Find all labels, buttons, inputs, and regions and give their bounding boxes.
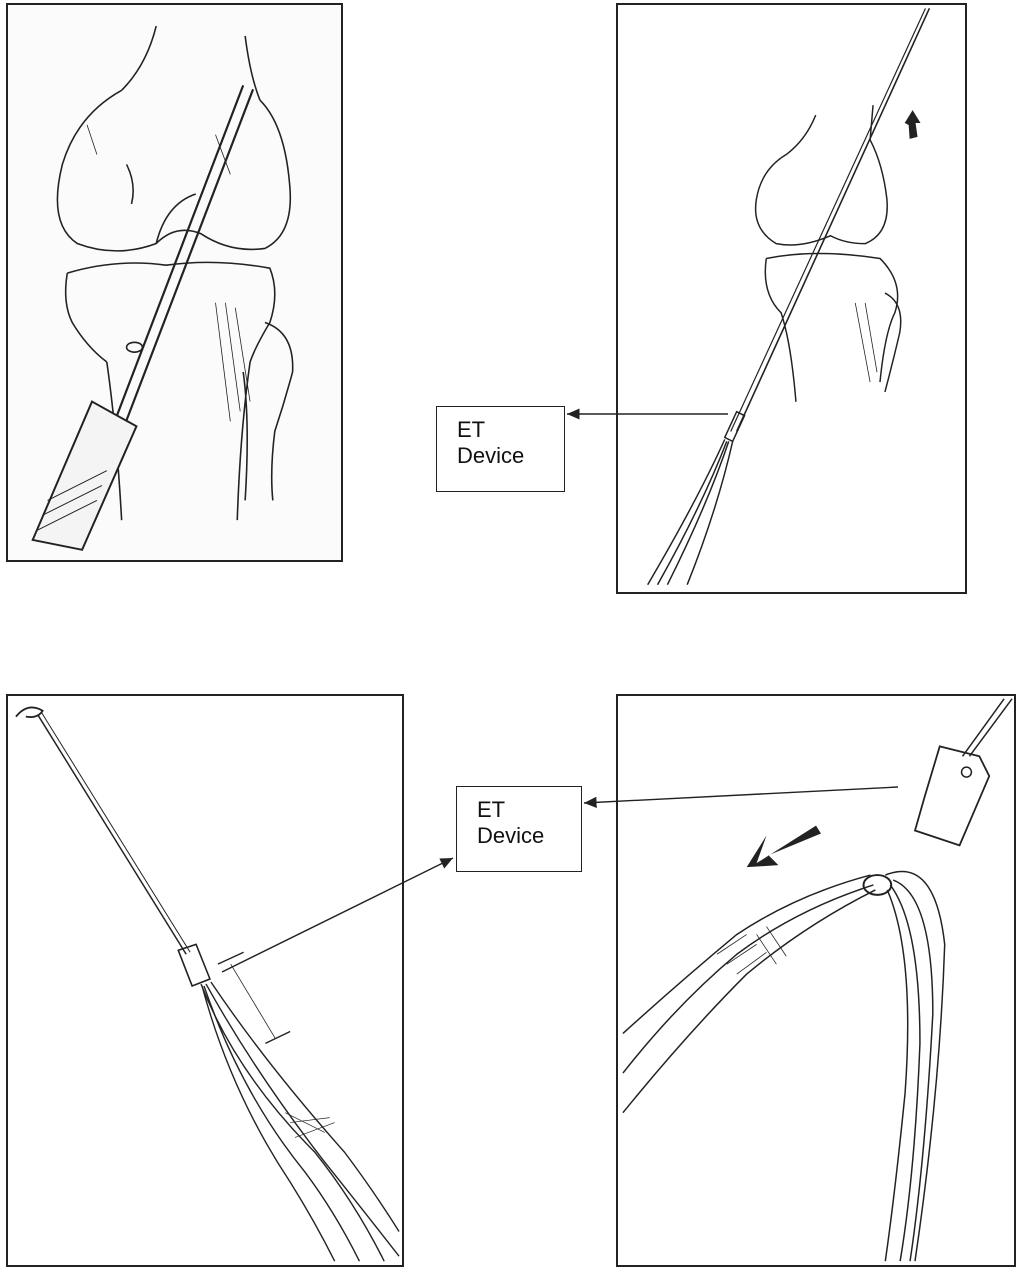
device-closeup-illustration	[618, 696, 1014, 1265]
knee-drill-illustration	[8, 5, 341, 560]
knee-wire-illustration	[618, 5, 965, 592]
graft-assembly-illustration	[8, 696, 402, 1265]
panel-et-device-closeup	[616, 694, 1016, 1267]
et-device-label-bottom-line2: Device	[477, 823, 569, 849]
et-device-label-bottom-line1: ET	[477, 797, 569, 823]
panel-knee-wire-passing	[616, 3, 967, 594]
panel-et-device-graft	[6, 694, 404, 1267]
et-device-label-bottom: ET Device	[456, 786, 582, 872]
et-device-label-top-line1: ET	[457, 417, 552, 443]
et-device-label-top-line2: Device	[457, 443, 552, 469]
et-device-label-top: ET Device	[436, 406, 565, 492]
panel-knee-drill-guide	[6, 3, 343, 562]
